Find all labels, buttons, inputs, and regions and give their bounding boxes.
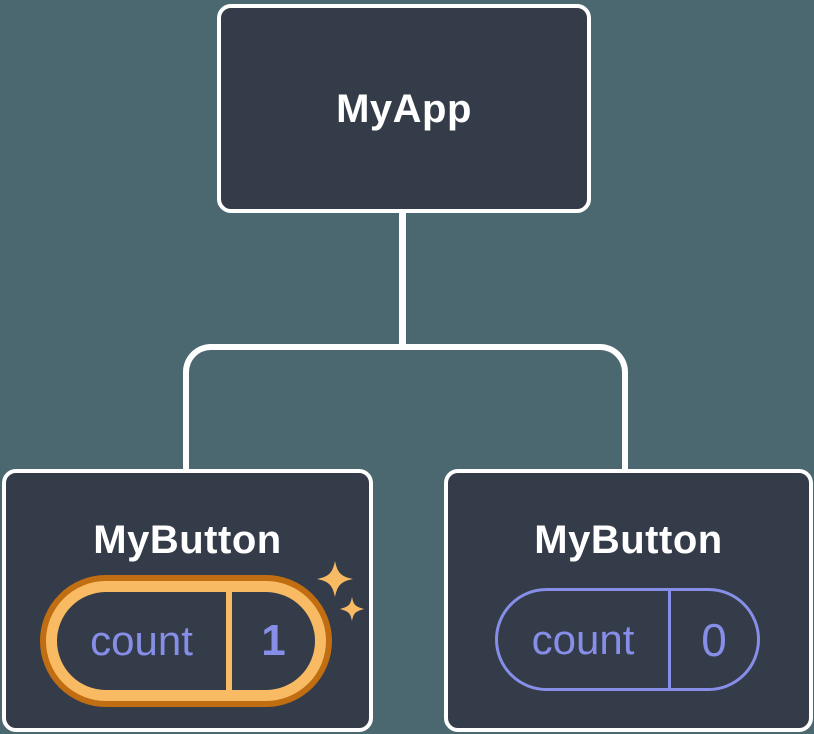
- state-pill-highlighted: count 1: [40, 575, 332, 707]
- state-pill-body: count 1: [57, 592, 315, 690]
- root-connector-line: [399, 211, 406, 347]
- state-pill-plain: count 0: [495, 588, 760, 691]
- root-node: MyApp: [217, 4, 591, 213]
- child-node-right-label: MyButton: [534, 518, 723, 562]
- child-node-left: MyButton count 1: [2, 469, 373, 732]
- state-pill-divider: [668, 591, 671, 688]
- state-value: 0: [701, 613, 727, 666]
- state-key-label: count: [90, 617, 193, 664]
- root-node-label: MyApp: [336, 86, 472, 131]
- state-value: 1: [261, 616, 286, 665]
- branch-connector-line: [183, 344, 628, 472]
- child-node-left-label: MyButton: [93, 518, 282, 562]
- sparkle-icon: [317, 561, 364, 621]
- state-pill-divider: [226, 592, 232, 690]
- state-key-label: count: [531, 615, 635, 663]
- child-node-right: MyButton count 0: [444, 469, 813, 732]
